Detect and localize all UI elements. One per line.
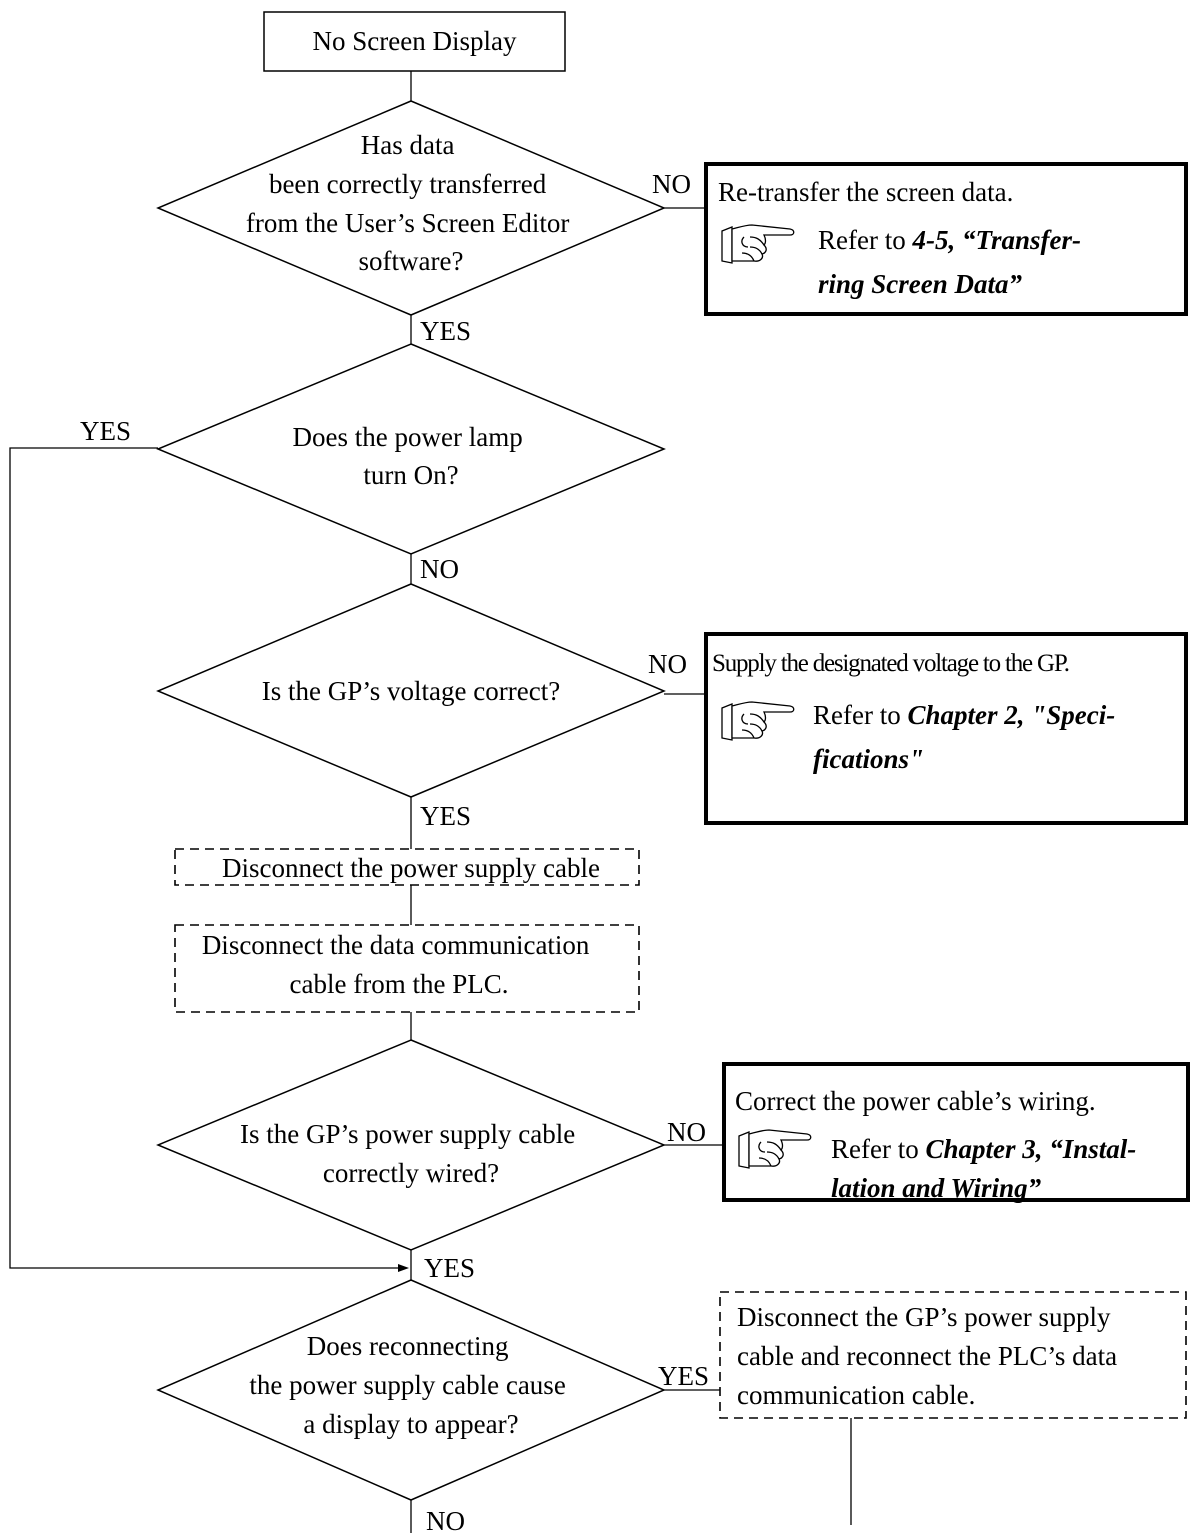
decision1-line: been correctly transferred (269, 169, 547, 199)
decision1-line: software? (359, 246, 464, 276)
decision1-line: Has data (361, 130, 455, 160)
decision3-label: Is the GP’s voltage correct? (262, 676, 560, 706)
action3-line3: fications" (813, 744, 924, 774)
decision3-yes-label: YES (420, 801, 471, 831)
decision5-line: the power supply cable cause (249, 1370, 565, 1400)
action3-refer-prefix: Refer to (813, 700, 907, 730)
step1-label: Disconnect the power supply cable (222, 853, 600, 883)
decision2-line: turn On? (363, 460, 458, 490)
decision5-no-label: NO (426, 1506, 465, 1533)
svg-text:Disconnect the GP’s power supp: Disconnect the GP’s power supply cable a… (737, 1302, 1124, 1410)
action1-refer-bold: 4-5, “Transfer- (911, 225, 1081, 255)
action4-refer-prefix: Refer to (831, 1134, 925, 1164)
start-box (263, 11, 566, 72)
decision2-line: Does the power lamp (293, 422, 523, 452)
svg-text:Has data been correctly tr: Has data been correctly transferred from… (246, 130, 576, 276)
step-disconnect-data-box (174, 924, 640, 1013)
decision2-no-label: NO (420, 554, 459, 584)
decision-data-transferred (156, 100, 666, 316)
action-voltage-box (704, 632, 1188, 825)
decision5-line: Does reconnecting (307, 1331, 509, 1361)
decision4-no-label: NO (667, 1117, 706, 1147)
svg-text:Does reconnecting the powe: Does reconnecting the power supply cable… (249, 1331, 572, 1439)
action3-line1: Supply the designated voltage to the GP. (712, 650, 1069, 677)
action5-line: cable and reconnect the PLC’s data (737, 1341, 1117, 1371)
action3-refer-bold: Chapter 2, "Speci- (907, 700, 1115, 730)
decision-cable-wired (156, 1039, 666, 1251)
start-label: No Screen Display (313, 26, 517, 56)
svg-text:Refer to Chapter 3, “Instal-: Refer to Chapter 3, “Instal- (831, 1134, 1136, 1164)
action4-line1: Correct the power cable’s wiring. (735, 1086, 1096, 1116)
action4-refer-bold: Chapter 3, “Instal- (925, 1134, 1136, 1164)
svg-text:Is the GP’s power supply cable: Is the GP’s power supply cable correctly… (240, 1119, 582, 1188)
action-reconnect-box (719, 1291, 1187, 1419)
decision5-yes-label: YES (658, 1361, 709, 1391)
decision4-yes-label: YES (424, 1253, 475, 1283)
decision-display-appears (156, 1279, 666, 1501)
svg-text:Refer to 4-5, “Transfer-: Refer to 4-5, “Transfer- (818, 225, 1081, 255)
action-retransfer-box (704, 162, 1188, 316)
svg-text:Does the power lamp turn O: Does the power lamp turn On? (293, 422, 530, 490)
decision2-yes-label: YES (80, 416, 131, 446)
decision-voltage-correct (156, 583, 666, 798)
svg-text:Refer to Chapter 2, "Speci-: Refer to Chapter 2, "Speci- (813, 700, 1115, 730)
svg-text:Disconnect the data communicat: Disconnect the data communication cable … (202, 930, 596, 999)
action1-line3: ring Screen Data” (818, 269, 1023, 299)
action5-line: Disconnect the GP’s power supply (737, 1302, 1111, 1332)
connectors (9, 71, 852, 1533)
decision3-no-label: NO (648, 649, 687, 679)
step2-line: cable from the PLC. (290, 969, 509, 999)
step2-line: Disconnect the data communication (202, 930, 590, 960)
action1-line1: Re-transfer the screen data. (718, 177, 1013, 207)
action5-line: communication cable. (737, 1380, 975, 1410)
action-wiring-box (722, 1062, 1190, 1202)
decision5-line: a display to appear? (303, 1409, 518, 1439)
decision4-line: correctly wired? (323, 1158, 499, 1188)
decision1-yes-label: YES (420, 316, 471, 346)
decision1-no-label: NO (652, 169, 691, 199)
decision4-line: Is the GP’s power supply cable (240, 1119, 575, 1149)
action1-refer-prefix: Refer to (818, 225, 912, 255)
decision1-line: from the User’s Screen Editor (246, 208, 569, 238)
decision-power-lamp (156, 343, 666, 555)
step-disconnect-power-box (174, 848, 640, 886)
action4-line3: lation and Wiring” (831, 1173, 1042, 1203)
